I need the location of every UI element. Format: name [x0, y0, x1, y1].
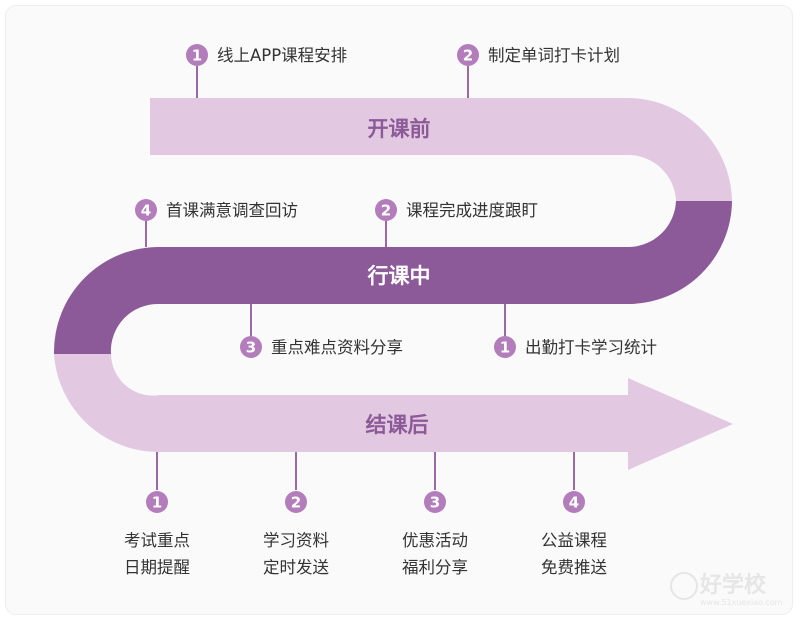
- after-item-2: 2 学习资料 定时发送: [263, 452, 330, 577]
- number-badge: [375, 199, 397, 221]
- watermark: 好学校 www.51xuexiao.com: [670, 572, 783, 607]
- item-text-line2: 免费推送: [541, 558, 608, 577]
- item-text-line2: 定时发送: [263, 558, 330, 577]
- watermark-brand: 好学校: [699, 572, 767, 598]
- after-item-1: 1 考试重点 日期提醒: [124, 452, 190, 577]
- item-text: 线上APP课程安排: [217, 46, 347, 65]
- band-during: [53, 201, 733, 354]
- watermark-logo-icon: [670, 572, 698, 600]
- band-before: [150, 98, 732, 201]
- number-badge: [457, 44, 479, 66]
- item-text: 制定单词打卡计划: [488, 46, 620, 65]
- after-item-3: 3 优惠活动 福利分享: [402, 452, 468, 577]
- before-item-1: 1 线上APP课程安排: [186, 44, 347, 98]
- during-item-1: 1 出勤打卡学习统计: [494, 304, 657, 358]
- badge-number: 3: [430, 494, 440, 512]
- during-item-3: 3 重点难点资料分享: [240, 304, 403, 358]
- badge-number: 1: [192, 47, 202, 65]
- number-badge: [494, 336, 516, 358]
- number-badge: [186, 44, 208, 66]
- badge-number: 2: [381, 202, 391, 220]
- before-item-2: 2 制定单词打卡计划: [457, 44, 620, 98]
- badge-number: 1: [152, 494, 162, 512]
- badge-number: 1: [500, 339, 510, 357]
- phase-label-after: 结课后: [366, 413, 429, 437]
- item-text-line2: 日期提醒: [124, 558, 190, 577]
- item-text-line1: 公益课程: [541, 531, 607, 550]
- item-text-line2: 福利分享: [402, 558, 468, 577]
- item-text: 首课满意调查回访: [166, 201, 298, 220]
- phase-label-before: 开课前: [368, 117, 431, 141]
- item-text: 重点难点资料分享: [271, 338, 403, 357]
- item-text-line1: 优惠活动: [402, 531, 468, 550]
- item-text: 课程完成进度跟盯: [406, 201, 538, 220]
- band-after: [54, 354, 733, 470]
- number-badge: [424, 491, 446, 513]
- during-item-2: 2 课程完成进度跟盯: [375, 199, 538, 247]
- number-badge: [240, 336, 262, 358]
- phase-label-during: 行课中: [367, 264, 431, 288]
- badge-number: 4: [569, 494, 579, 512]
- during-item-4: 4 首课满意调查回访: [135, 199, 298, 247]
- item-text-line1: 学习资料: [263, 531, 329, 550]
- item-text-line1: 考试重点: [124, 531, 190, 550]
- after-item-4: 4 公益课程 免费推送: [541, 452, 608, 577]
- number-badge: [563, 491, 585, 513]
- badge-number: 3: [246, 339, 256, 357]
- badge-number: 4: [141, 202, 151, 220]
- item-text: 出勤打卡学习统计: [525, 338, 657, 357]
- number-badge: [135, 199, 157, 221]
- watermark-url: www.51xuexiao.com: [700, 598, 783, 607]
- badge-number: 2: [463, 47, 473, 65]
- number-badge: [285, 491, 307, 513]
- badge-number: 2: [291, 494, 301, 512]
- number-badge: [146, 491, 168, 513]
